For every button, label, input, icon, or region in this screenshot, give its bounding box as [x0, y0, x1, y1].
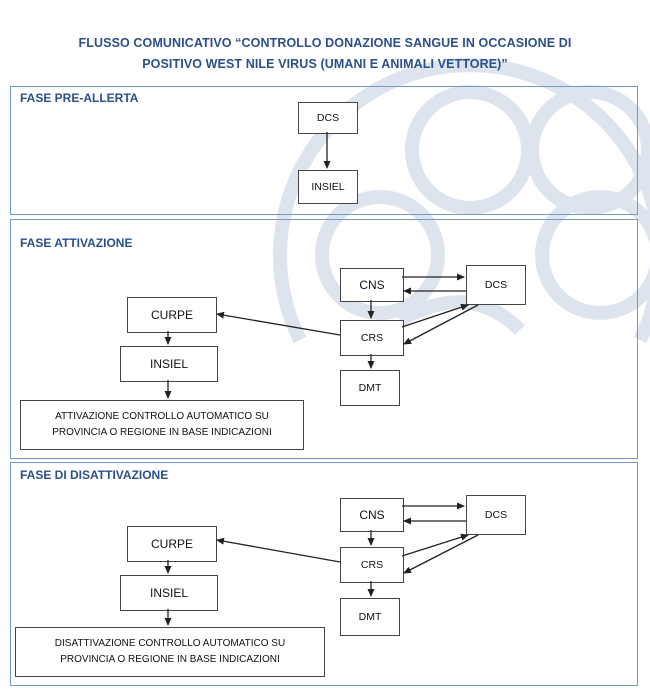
node-dcs-disattivazione: DCS	[466, 495, 526, 535]
note-attivazione: ATTIVAZIONE CONTROLLO AUTOMATICO SU PROV…	[20, 400, 304, 450]
note-disattivazione: DISATTIVAZIONE CONTROLLO AUTOMATICO SU P…	[15, 627, 325, 677]
node-crs-disattivazione: CRS	[340, 547, 404, 583]
note-disattivazione-line-2: PROVINCIA O REGIONE IN BASE INDICAZIONI	[60, 654, 280, 665]
node-cns-disattivazione: CNS	[340, 498, 404, 532]
diagram-title-line-2: POSITIVO WEST NILE VIRUS (UMANI E ANIMAL…	[142, 57, 508, 71]
note-disattivazione-line-1: DISATTIVAZIONE CONTROLLO AUTOMATICO SU	[54, 638, 286, 649]
node-insiel-pre-allerta: INSIEL	[298, 170, 358, 204]
diagram-title-line-1: FLUSSO COMUNICATIVO “CONTROLLO DONAZIONE…	[78, 36, 572, 50]
node-insiel-attivazione: INSIEL	[120, 346, 218, 382]
node-insiel-disattivazione: INSIEL	[120, 575, 218, 611]
note-attivazione-line-2: PROVINCIA O REGIONE IN BASE INDICAZIONI	[52, 427, 272, 438]
phase-label-pre-allerta: FASE PRE-ALLERTA	[20, 91, 139, 105]
panel-disattivazione	[10, 462, 638, 686]
phase-label-attivazione: FASE ATTIVAZIONE	[20, 236, 133, 250]
phase-label-disattivazione: FASE DI DISATTIVAZIONE	[20, 468, 169, 482]
node-dcs-attivazione: DCS	[466, 265, 526, 305]
panel-pre-allerta	[10, 86, 638, 215]
node-cns-attivazione: CNS	[340, 268, 404, 302]
node-crs-attivazione: CRS	[340, 320, 404, 356]
node-curpe-attivazione: CURPE	[127, 297, 217, 333]
node-dcs-pre-allerta: DCS	[298, 102, 358, 134]
panel-attivazione	[10, 219, 638, 459]
note-attivazione-line-1: ATTIVAZIONE CONTROLLO AUTOMATICO SU	[55, 411, 269, 422]
node-dmt-disattivazione: DMT	[340, 598, 400, 636]
node-curpe-disattivazione: CURPE	[127, 526, 217, 562]
node-dmt-attivazione: DMT	[340, 370, 400, 406]
